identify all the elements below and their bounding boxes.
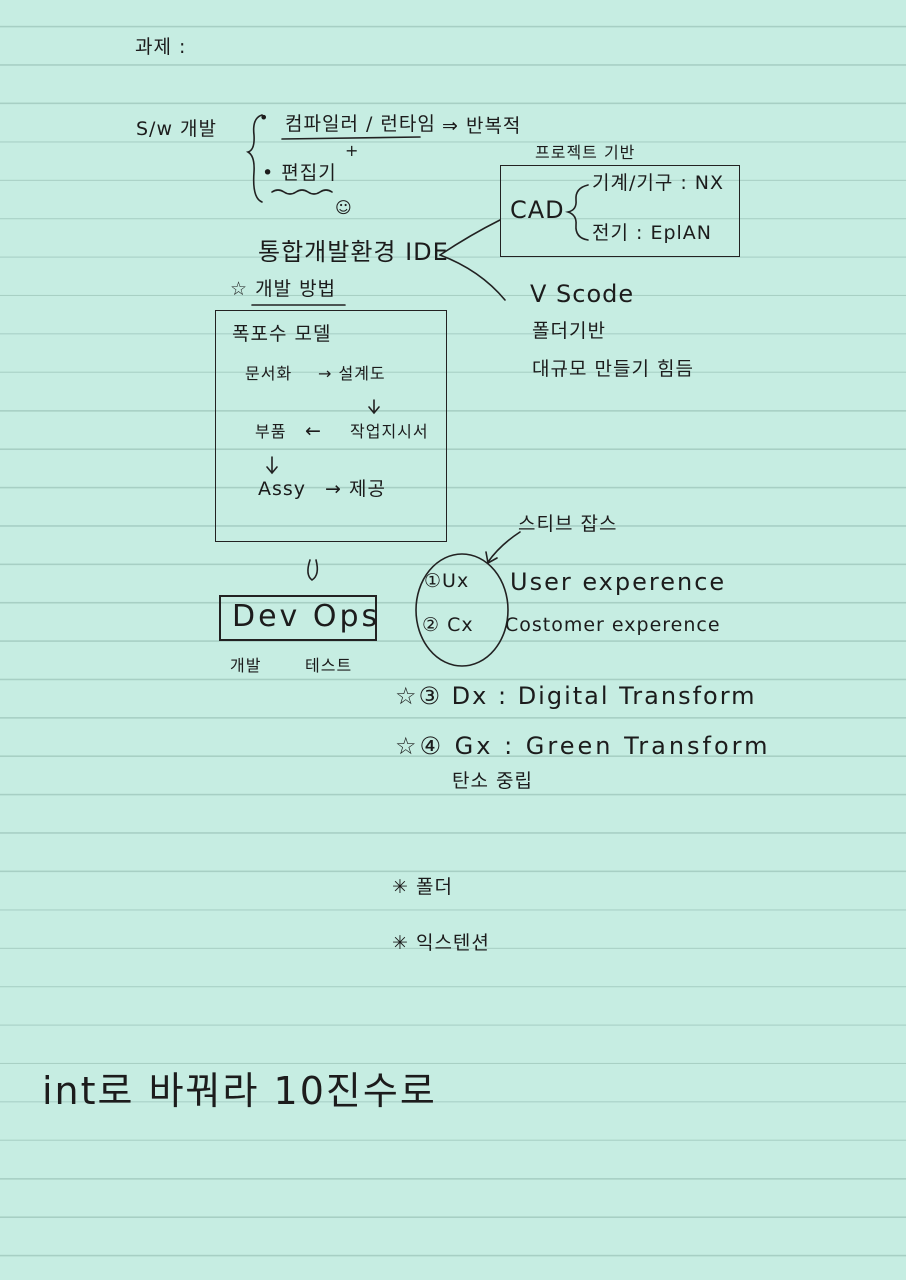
large-scale-text: 대규모 만들기 힘듬	[532, 358, 694, 380]
waterfall-model-text: 폭포수 모델	[232, 323, 332, 345]
editor-text: • 편집기	[262, 162, 337, 184]
vscode-text: V Scode	[530, 280, 635, 308]
steve-jobs-text: 스티브 잡스	[518, 513, 618, 535]
ux-number: ①Ux	[424, 570, 470, 592]
folder-based-text: 폴더기반	[532, 320, 606, 342]
left-arrow: ←	[305, 420, 322, 442]
extension-star-text: ✳ 익스텐션	[392, 932, 490, 954]
user-experience-text: User experence	[510, 568, 727, 596]
sw-dev-label: S/w 개발	[136, 118, 218, 140]
devops-test-text: 테스트	[305, 656, 353, 675]
cx-number: ② Cx	[422, 614, 474, 636]
mech-text: 기계/기구 : NX	[592, 172, 725, 194]
assy-text: Assy	[258, 478, 307, 500]
customer-experience-text: Costomer experence	[505, 614, 721, 636]
assignment-title: 과제 :	[135, 36, 187, 58]
dx-text: ☆③ Dx : Digital Transform	[395, 682, 757, 710]
project-header: 프로젝트 기반	[535, 143, 636, 162]
documentation-text: 문서화	[245, 364, 293, 383]
repetitive-text: ⇒ 반복적	[442, 115, 522, 137]
cad-label: CAD	[510, 196, 565, 224]
devops-box	[219, 595, 377, 641]
folder-star-text: ✳ 폴더	[392, 876, 453, 898]
work-order-text: 작업지시서	[350, 422, 429, 441]
plus-sign: +	[345, 141, 360, 160]
compiler-runtime-text: 컴파일러 / 런타임	[285, 113, 436, 135]
carbon-neutral-text: 탄소 중립	[452, 770, 533, 792]
devops-dev-text: 개발	[230, 656, 262, 675]
design-text: → 설계도	[318, 364, 386, 383]
part-text: 부품	[255, 422, 287, 441]
dev-method-title: ☆ 개발 방법	[230, 278, 337, 300]
gx-text: ☆④ Gx : Green Transform	[395, 732, 771, 760]
elec-text: 전기 : EplAN	[592, 222, 712, 244]
cad-box	[500, 165, 740, 257]
bullet-dot: •	[259, 108, 270, 127]
deliver-text: → 제공	[325, 478, 386, 500]
smile-icon: ☺	[335, 198, 353, 217]
waterfall-box	[215, 310, 447, 542]
bottom-note: int로 바꿔라 10진수로	[42, 1069, 437, 1113]
devops-label: Dev Ops	[232, 599, 381, 634]
ide-text: 통합개발환경 IDE	[258, 238, 449, 266]
